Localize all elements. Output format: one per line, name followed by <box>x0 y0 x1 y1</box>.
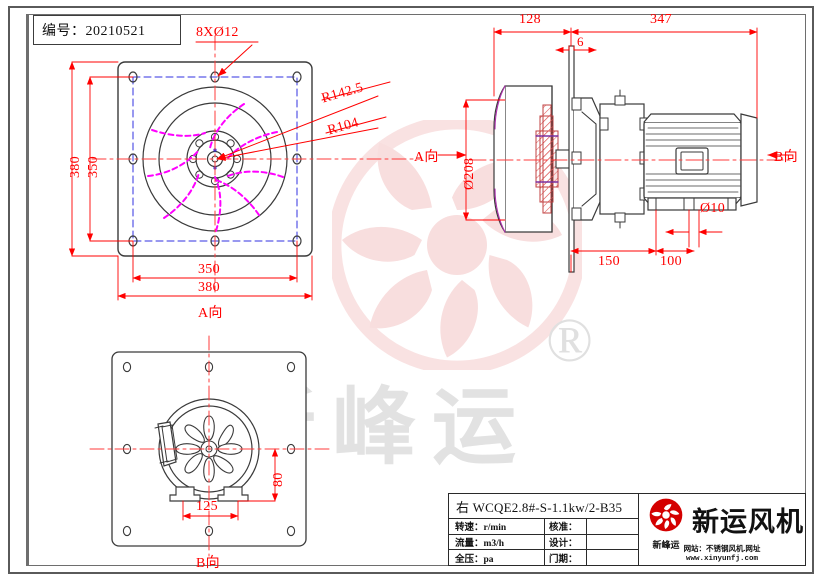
brand-sub-name: 新峰运 <box>652 541 680 551</box>
spec-value-date[interactable] <box>587 550 638 565</box>
table-row: 全压：pa 门期： <box>449 550 638 566</box>
front-dim-380-vertical: 380 <box>68 156 83 178</box>
sheet-outer-border <box>8 6 814 574</box>
spec-label-date: 门期： <box>545 550 587 566</box>
front-view-caption: A向 <box>198 306 223 321</box>
model-designation: 右 WCQE2.8#-S-1.1kw/2-B35 <box>449 494 638 519</box>
front-dim-350-horizontal: 350 <box>198 262 220 277</box>
title-block: 右 WCQE2.8#-S-1.1kw/2-B35 转速：r/min 核准： 流量… <box>448 493 806 566</box>
table-row: 转速：r/min 核准： <box>449 519 638 535</box>
side-dia-10: Ø10 <box>700 201 726 216</box>
front-hole-note: 8XØ12 <box>196 25 239 40</box>
side-dim-100: 100 <box>660 254 682 269</box>
spec-label-speed: 转速：r/min <box>449 519 545 534</box>
table-row: 流量：m3/h 设计： <box>449 534 638 551</box>
side-dim-150: 150 <box>598 254 620 269</box>
spec-label-approved: 核准： <box>545 519 587 534</box>
spec-value-design[interactable] <box>587 535 638 550</box>
brand-logo: 新峰运 <box>646 498 686 551</box>
bottom-view-caption: B向 <box>196 556 220 571</box>
brand-website: 网站：不锈钢风机.网址 www.xinyunfj.com <box>639 544 805 564</box>
brand-website-line2[interactable]: www.xinyunfj.com <box>685 555 758 564</box>
bottom-dim-125: 125 <box>196 499 218 514</box>
spec-rows: 转速：r/min 核准： 流量：m3/h 设计： 全压：pa 门期： <box>449 519 638 566</box>
title-block-left: 右 WCQE2.8#-S-1.1kw/2-B35 转速：r/min 核准： 流量… <box>449 494 639 566</box>
spec-value-approved[interactable] <box>587 519 638 534</box>
spec-label-design: 设计： <box>545 534 587 550</box>
front-dim-350-vertical: 350 <box>86 156 101 178</box>
drawing-number-text: 编号：20210521 <box>42 24 146 39</box>
brand-website-line1: 网站：不锈钢风机.网址 <box>683 544 761 553</box>
brand-company-name: 新运风机 <box>692 507 804 538</box>
side-dim-6: 6 <box>577 34 584 49</box>
front-dim-380-horizontal: 380 <box>198 280 220 295</box>
side-dia-208: Ø208 <box>462 157 477 190</box>
side-dim-128: 128 <box>519 12 541 27</box>
brand-logo-wrap: 新峰运 新运风机 <box>646 498 804 551</box>
spec-label-flow: 流量：m3/h <box>449 534 545 550</box>
b-direction-label: B向 <box>774 150 798 165</box>
sheet-inner-border <box>26 14 806 566</box>
brand-block: 新峰运 新运风机 网站：不锈钢风机.网址 www.xinyunfj.com <box>639 494 805 565</box>
bottom-dim-80: 80 <box>271 472 286 487</box>
side-dim-347: 347 <box>650 12 672 27</box>
fan-logo-icon <box>649 498 683 532</box>
a-direction-label: A向 <box>414 150 439 165</box>
drawing-number-box: 编号：20210521 <box>33 15 181 45</box>
spec-label-pressure: 全压：pa <box>449 550 545 566</box>
